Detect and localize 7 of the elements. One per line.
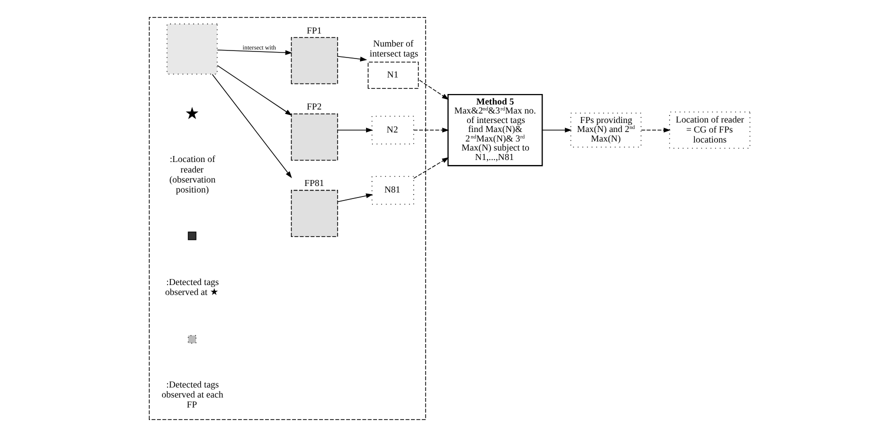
node-label: FP1 bbox=[306, 26, 322, 36]
legend-label: :Detected tags observed at each FP bbox=[161, 380, 223, 410]
node-label: Number of intersect tags bbox=[369, 39, 418, 60]
node-label: FP2 bbox=[306, 102, 322, 113]
legend-label: :Detected tags observed at ★ bbox=[164, 278, 218, 298]
legend-label: :Location of reader (observation position) bbox=[168, 155, 216, 196]
node-label: FP81 bbox=[304, 179, 324, 190]
